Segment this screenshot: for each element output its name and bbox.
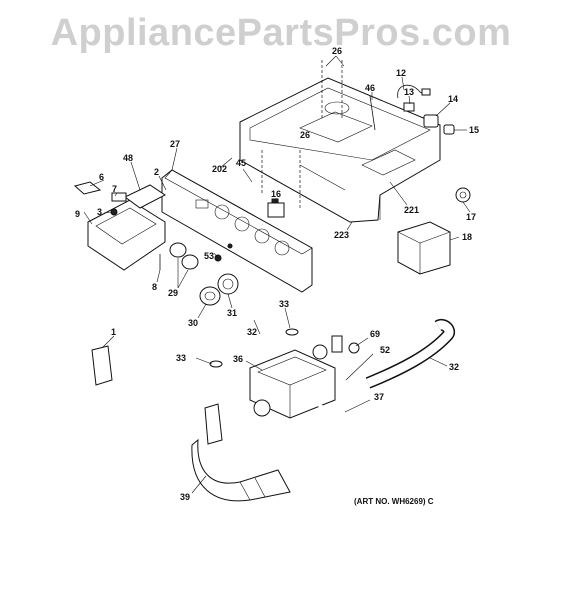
callout-223: 223 xyxy=(334,230,349,240)
callout-45: 45 xyxy=(236,158,246,168)
callout-6: 6 xyxy=(99,172,104,182)
callout-46: 46 xyxy=(365,83,375,93)
callout-33: 33 xyxy=(176,353,186,363)
callout-69: 69 xyxy=(370,329,380,339)
callout-8: 8 xyxy=(152,282,157,292)
callout-36: 36 xyxy=(233,354,243,364)
drain-hose xyxy=(365,319,455,389)
callout-27: 27 xyxy=(170,139,180,149)
callout-26: 26 xyxy=(300,130,310,140)
callout-52: 52 xyxy=(380,345,390,355)
callout-39: 39 xyxy=(180,492,190,502)
callout-18: 18 xyxy=(462,232,472,242)
pump-assembly xyxy=(249,335,361,419)
callout-37: 37 xyxy=(374,392,384,402)
callout-26: 26 xyxy=(332,46,342,56)
callout-15: 15 xyxy=(469,125,479,135)
callout-3: 3 xyxy=(97,207,102,217)
callout-202: 202 xyxy=(212,164,227,174)
control-board xyxy=(397,221,451,275)
dispenser-drawer xyxy=(73,181,166,271)
callout-9: 9 xyxy=(75,209,80,219)
manual xyxy=(91,345,113,386)
callout-17: 17 xyxy=(466,212,476,222)
callout-29: 29 xyxy=(168,288,178,298)
callout-12: 12 xyxy=(396,68,406,78)
switches xyxy=(403,102,455,135)
watermark-logo: AppliancePartsPros.com xyxy=(50,12,512,54)
callout-221: 221 xyxy=(404,205,419,215)
inlet-hose xyxy=(209,315,299,368)
callout-48: 48 xyxy=(123,153,133,163)
callout-31: 31 xyxy=(227,308,237,318)
wire-harness xyxy=(369,84,431,131)
callout-16: 16 xyxy=(271,189,281,199)
callout-2: 2 xyxy=(154,167,159,177)
callout-30: 30 xyxy=(188,318,198,328)
leader-lines xyxy=(83,55,471,494)
callout-53: 53 xyxy=(204,251,214,261)
top-frame xyxy=(239,60,441,223)
callout-32: 32 xyxy=(247,327,257,337)
knobs xyxy=(169,242,239,306)
duct-hose xyxy=(191,403,291,502)
callout-14: 14 xyxy=(448,94,458,104)
pressure-switch xyxy=(455,187,471,203)
callout-33: 33 xyxy=(279,299,289,309)
art-number: (ART NO. WH6269) C xyxy=(354,497,434,506)
callout-7: 7 xyxy=(112,184,117,194)
callout-32: 32 xyxy=(449,362,459,372)
callout-1: 1 xyxy=(111,327,116,337)
callout-13: 13 xyxy=(404,87,414,97)
